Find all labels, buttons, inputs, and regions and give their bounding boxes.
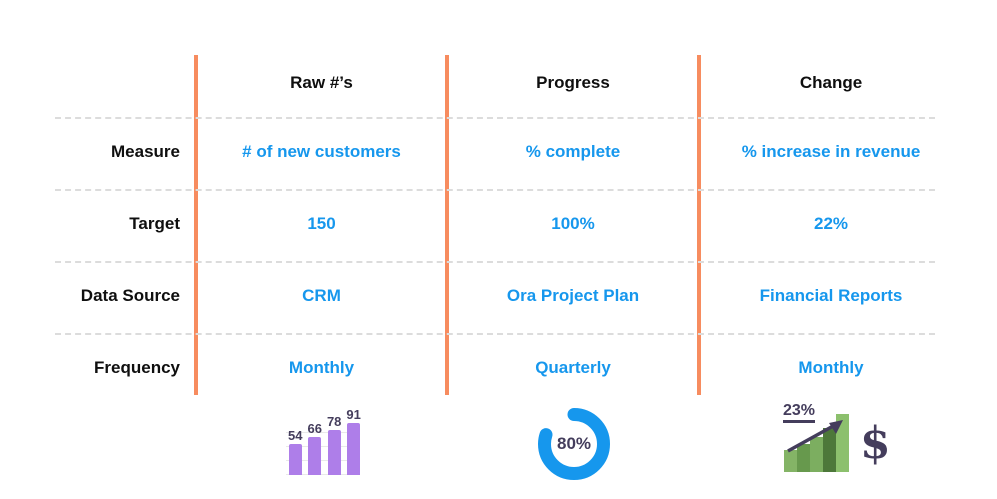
header-spacer <box>0 70 196 96</box>
bar-value-label: 78 <box>326 414 342 429</box>
data-source-progress: Ora Project Plan <box>506 286 640 305</box>
bar-item: 91 <box>346 407 361 475</box>
progress-donut-chart: 80% <box>538 408 610 480</box>
table-row-target: Target 150 100% 22% <box>0 211 963 237</box>
measure-change: % increase in revenue <box>741 142 921 161</box>
bar <box>347 423 361 475</box>
bar-item <box>823 428 836 472</box>
bar <box>327 430 341 475</box>
column-separator-3 <box>697 55 701 395</box>
donut-ring <box>538 408 610 480</box>
data-source-change: Financial Reports <box>759 286 903 305</box>
bar <box>810 437 823 472</box>
raw-numbers-bar-chart: 54 66 78 91 <box>286 403 364 475</box>
column-separator-1 <box>194 55 198 395</box>
table-row-data-source: Data Source CRM Ora Project Plan Financi… <box>0 283 963 309</box>
frequency-change: Monthly <box>798 358 864 377</box>
change-percent-annotation: 23% <box>783 402 816 423</box>
row-separator-3 <box>55 261 935 263</box>
bar-item <box>836 414 849 472</box>
table-row-frequency: Frequency Monthly Quarterly Monthly <box>0 355 963 381</box>
bar <box>784 450 797 472</box>
bar-item <box>784 450 797 472</box>
column-header-raw-numbers: Raw #’s <box>290 73 353 92</box>
target-raw-numbers: 150 <box>307 214 336 233</box>
row-separator-4 <box>55 333 935 335</box>
bar <box>288 444 302 475</box>
row-label-measure: Measure <box>111 142 180 161</box>
row-label-data-source: Data Source <box>80 286 180 305</box>
frequency-raw-numbers: Monthly <box>288 358 355 377</box>
bar-chart-bars <box>784 414 849 472</box>
bar-item <box>797 444 810 472</box>
change-bar-chart <box>784 414 854 472</box>
row-separator-2 <box>55 189 935 191</box>
header-row: Raw #’s Progress Change <box>0 70 963 96</box>
bar-value-label: 66 <box>307 421 322 436</box>
measure-progress: % complete <box>525 142 621 161</box>
bar-item: 54 <box>288 429 302 475</box>
bar <box>797 444 810 472</box>
column-separator-2 <box>445 55 449 395</box>
row-separator-1 <box>55 117 935 119</box>
bar <box>836 414 849 472</box>
column-header-progress: Progress <box>536 73 610 92</box>
bar <box>308 437 322 475</box>
dollar-sign-icon: $ <box>860 418 891 469</box>
bar-item: 66 <box>307 421 322 475</box>
row-label-target: Target <box>129 214 180 233</box>
row-label-frequency: Frequency <box>94 358 180 377</box>
target-change: 22% <box>813 214 849 233</box>
bar-chart-bars: 54 66 78 91 <box>288 408 361 475</box>
bar-item: 78 <box>327 415 341 475</box>
bar-value-label: 54 <box>288 428 303 443</box>
trend-arrow-icon <box>787 420 843 453</box>
frequency-progress: Quarterly <box>535 358 611 377</box>
donut-percent-label: 80% <box>556 434 592 453</box>
bar-item <box>810 437 823 472</box>
bar-value-label: 91 <box>346 407 361 422</box>
bar <box>823 428 836 472</box>
target-progress: 100% <box>551 214 595 233</box>
table-row-measure: Measure # of new customers % complete % … <box>0 139 963 165</box>
column-header-change: Change <box>799 73 863 92</box>
data-source-raw-numbers: CRM <box>302 286 341 305</box>
measure-raw-numbers: # of new customers <box>242 142 401 161</box>
